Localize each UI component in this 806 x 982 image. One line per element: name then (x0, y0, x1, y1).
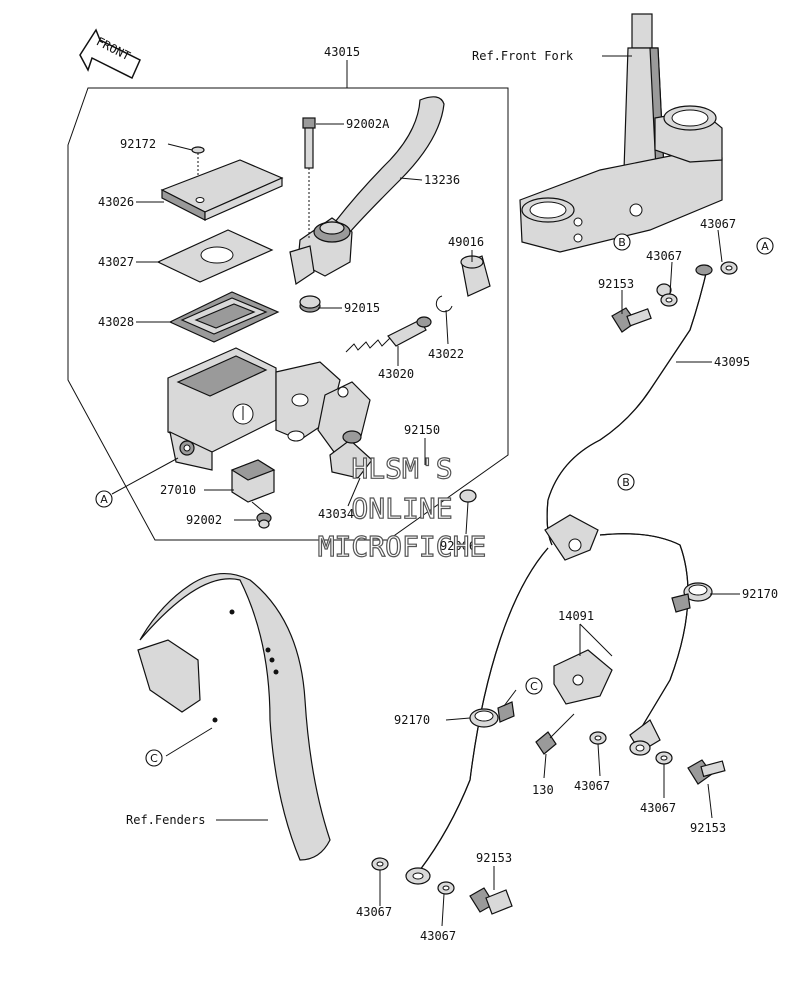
banjo-bolt-right (687, 759, 726, 785)
label-43020: 43020 (378, 367, 414, 381)
label-43067-d: 43067 (640, 801, 676, 815)
svg-text:B: B (618, 236, 626, 249)
three-way-joint (544, 514, 599, 561)
joint-bracket (553, 649, 613, 705)
svg-text:A: A (761, 240, 769, 253)
switch-screw (256, 512, 272, 529)
label-92150: 92150 (404, 423, 440, 437)
svg-text:A: A (100, 493, 108, 506)
svg-text:C: C (530, 680, 538, 693)
washers (371, 261, 738, 895)
label-43067-f: 43067 (420, 929, 456, 943)
reservoir-plate (156, 229, 274, 283)
label-43067-e: 43067 (356, 905, 392, 919)
right-brake-hose (599, 533, 689, 756)
brake-lever (289, 96, 445, 286)
front-arrow: FRONT (79, 28, 141, 80)
label-49016: 49016 (448, 235, 484, 249)
svg-text:C: C (150, 752, 158, 765)
label-92015: 92015 (344, 301, 380, 315)
lever-nut (299, 295, 321, 313)
banjo-seal (459, 489, 477, 503)
label-43067-c: 43067 (574, 779, 610, 793)
label-43015: 43015 (324, 45, 360, 59)
brake-light-switch (230, 459, 276, 513)
ref-marker-a2: A (756, 237, 774, 255)
label-43028: 43028 (98, 315, 134, 329)
ref-marker-b2: B (617, 473, 635, 491)
label-92153-a: 92153 (598, 277, 634, 291)
svg-text:B: B (622, 476, 630, 489)
label-43034: 43034 (318, 507, 354, 521)
label-43095: 43095 (714, 355, 750, 369)
left-brake-hose (405, 547, 549, 885)
watermark-line-2: ONLINE (351, 492, 452, 525)
label-92153-c: 92153 (476, 851, 512, 865)
label-92153-b: 92153 (690, 821, 726, 835)
piston-assembly (345, 316, 432, 353)
ref-marker-b1: B (613, 233, 631, 251)
label-27010: 27010 (160, 483, 196, 497)
banjo-bolt-lower (469, 887, 513, 915)
brake-hose (546, 264, 713, 546)
front-fork-clamp (519, 13, 723, 253)
clamp-holder (317, 381, 373, 479)
leader-lines (111, 55, 740, 927)
watermark: HLSM'S ONLINE MICROFICHE (317, 451, 487, 563)
label-ref-fenders: Ref.Fenders (126, 813, 205, 827)
label-ref-front-fork: Ref.Front Fork (472, 49, 574, 63)
front-fender (137, 572, 331, 861)
cap-screw (191, 146, 205, 175)
bracket-bolt (535, 713, 575, 755)
reservoir-cap (160, 159, 284, 221)
part-labels: 43015 92172 92002A 13236 43026 43027 490… (98, 45, 778, 943)
reservoir-diaphragm (168, 291, 280, 343)
banjo-bolt-upper (611, 307, 652, 333)
label-92170-a: 92170 (742, 587, 778, 601)
label-92172: 92172 (120, 137, 156, 151)
hose-clamp-left (469, 701, 515, 728)
label-43022: 43022 (428, 347, 464, 361)
ref-marker-c2: C (145, 749, 163, 767)
label-43067-b: 43067 (646, 249, 682, 263)
master-cylinder-body (167, 347, 341, 471)
watermark-line-1: HLSM'S (351, 452, 452, 485)
circlip (435, 295, 453, 313)
hose-clamp-right (671, 582, 713, 613)
label-43027: 43027 (98, 255, 134, 269)
label-43067-a: 43067 (700, 217, 736, 231)
label-92002: 92002 (186, 513, 222, 527)
ref-marker-c1: C (525, 677, 543, 695)
label-13236: 13236 (424, 173, 460, 187)
label-14091: 14091 (558, 609, 594, 623)
dust-boot (460, 255, 491, 297)
lever-pivot-bolt (302, 117, 316, 240)
label-130: 130 (532, 783, 554, 797)
ref-marker-a1: A (95, 490, 113, 508)
label-43026: 43026 (98, 195, 134, 209)
label-92066: 92066 (440, 539, 476, 553)
watermark-line-3: MICROFICHE (318, 530, 487, 563)
label-92002A: 92002A (346, 117, 390, 131)
label-92170-b: 92170 (394, 713, 430, 727)
master-cylinder-assembly-outline (67, 87, 509, 541)
